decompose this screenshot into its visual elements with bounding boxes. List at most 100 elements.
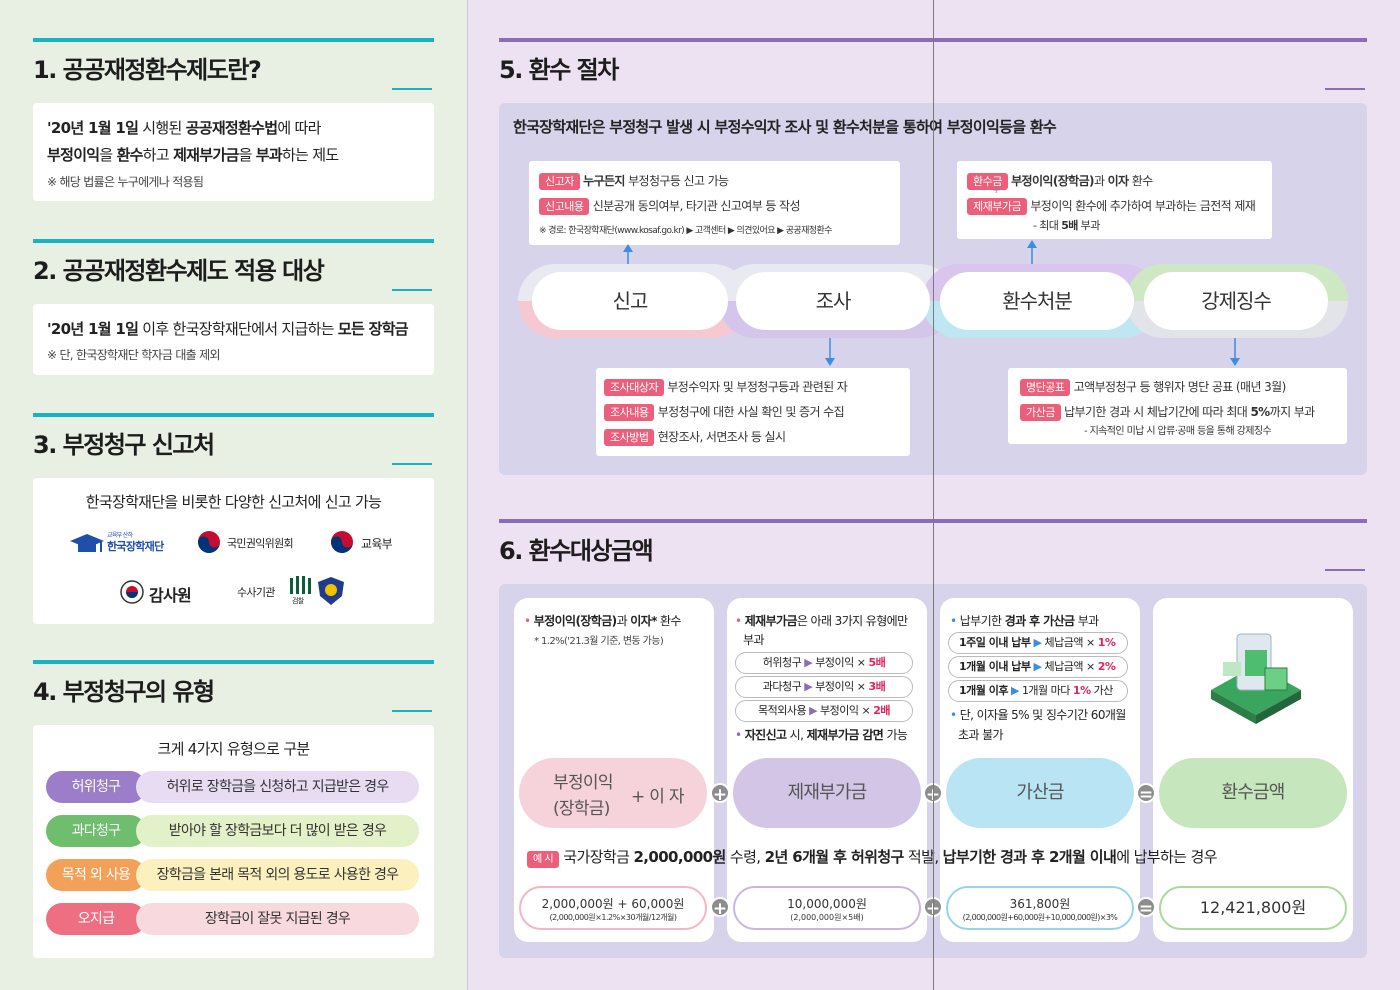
section-3-title: 3. 부정청구 신고처: [33, 431, 215, 459]
tag: 조사대상자: [604, 379, 665, 396]
moe-name: 교육부: [361, 537, 393, 551]
result-penalty: 10,000,000원 (2,000,000원×5배): [733, 886, 921, 930]
report-info-box: 신고자 누구든지 부정청구등 신고 가능 신고내용 신분공개 동의여부, 타기관…: [529, 161, 900, 245]
surcharge-pill: 가산금: [946, 758, 1134, 828]
accent-line: [392, 289, 432, 291]
taegeuk-icon: [331, 531, 353, 553]
s3-headline: 한국장학재단을 비롯한 다양한 신고처에 신고 가능: [85, 493, 382, 511]
s2-line1: '20년 1월 1일 이후 한국장학재단에서 지급하는 모든 장학금: [47, 320, 409, 338]
tag: 제재부가금: [967, 198, 1028, 215]
acrc-name: 국민권익위원회: [227, 537, 294, 550]
report-route: ※ 경로: 한국장학재단(www.kosaf.go.kr) ▶ 고객센터 ▶ 의…: [539, 226, 832, 236]
example-line: 예 시 국가장학금 2,000,000원 수령, 2년 6개월 후 허위청구 적…: [527, 846, 1218, 868]
tag: 명단공표: [1020, 379, 1071, 396]
section-5-title: 5. 환수 절차: [499, 56, 619, 84]
type-desc: 허위로 장학금을 신청하고 지급받은 경우: [136, 771, 419, 803]
s5-headline: 한국장학재단은 부정청구 발생 시 부정수익자 조사 및 환수처분을 통하여 부…: [513, 118, 1057, 136]
penalty-line-2: 부과: [743, 633, 764, 647]
accent-line: [1325, 88, 1365, 90]
police-prefix: 수사기관: [237, 586, 275, 599]
accent-line: [392, 463, 432, 465]
prosecution-icon: [290, 576, 311, 594]
interest-note: * 1.2%('21.3월 기준, 변동 가능): [534, 636, 664, 647]
col-total: [1153, 598, 1353, 942]
type-label: 오지급: [46, 903, 146, 935]
big-interest: + 이 자: [631, 787, 685, 807]
s1-line2: 부정이익을 환수하고 제재부가금을 부과하는 제도: [47, 146, 339, 164]
section-4-title: 4. 부정청구의 유형: [33, 678, 215, 706]
penalty-pill: 제재부가금: [733, 758, 921, 828]
graduation-cap-icon: [70, 534, 104, 552]
acrc-logo: 국민권익위원회: [197, 530, 317, 556]
surcharge-chip: 1개월 이내 납부 ▶ 체납금액 × 2%: [948, 656, 1128, 678]
plus-icon: +: [710, 783, 730, 805]
tag: 환수금: [967, 173, 1008, 190]
kosaf-name: 한국장학재단: [107, 540, 164, 553]
step-investigate: 조사: [736, 272, 930, 330]
big-scholarship: (장학금): [553, 799, 610, 819]
penalty-chip: 목적외사용 ▶ 부정이익 × 2배: [735, 700, 913, 722]
money-phone-icon: [1211, 633, 1301, 724]
police-badge-icon: [318, 577, 344, 605]
step-recovery-order: 환수처분: [940, 272, 1134, 330]
result-value: 361,800원: [1009, 897, 1071, 911]
arrow-down-icon: [825, 336, 835, 366]
result-formula: (2,000,000원+60,000원+10,000,000원)×3%: [962, 913, 1118, 922]
result-value: 10,000,000원: [787, 897, 867, 911]
equals-icon: =: [1136, 897, 1156, 919]
surcharge-note: 초과 불가: [958, 728, 1004, 742]
arrow-down-icon: [1230, 336, 1240, 366]
section-2-bar: [33, 239, 434, 243]
result-profit: 2,000,000원 + 60,000원 (2,000,000원×1.2%×30…: [519, 886, 707, 930]
plus-icon: +: [992, 185, 1000, 196]
type-label: 과다청구: [46, 815, 146, 847]
section-1-box: '20년 1월 1일 시행된 공공재정환수법에 따라 부정이익을 환수하고 제재…: [33, 103, 434, 201]
step-enforcement: 강제징수: [1144, 272, 1328, 330]
recover-info-box: 환수금 부정이익(장학금)과 이자 환수 + 제재부가금 부정이익 환수에 추가…: [957, 161, 1272, 239]
tag: 조사내용: [604, 404, 655, 421]
moe-logo: 교육부: [330, 530, 410, 556]
enforce-note: - 지속적인 미납 시 압류·공매 등을 통해 강제징수: [1084, 426, 1272, 437]
emblem-icon: [120, 580, 144, 604]
profit-interest-pill: 부정이익 (장학금) + 이 자: [519, 758, 707, 828]
result-value: 2,000,000원 + 60,000원: [541, 897, 685, 911]
penalty-chip: 허위청구 ▶ 부정이익 × 5배: [735, 652, 913, 674]
page-fold: [933, 0, 934, 990]
plus-icon: +: [710, 897, 730, 919]
type-desc: 받아야 할 장학금보다 더 많이 받은 경우: [136, 815, 419, 847]
panel-divider: [467, 0, 468, 990]
police-logo: 수사기관 검찰: [237, 576, 357, 610]
s2-note: ※ 단, 한국장학재단 학자금 대출 제외: [47, 348, 221, 362]
type-label: 목적 외 사용: [46, 859, 146, 891]
big-profit: 부정이익: [553, 773, 613, 793]
enforcement-info-box: 명단공표 고액부정청구 등 행위자 명단 공표 (매년 3월) 가산금 납부기한…: [1008, 368, 1347, 444]
taegeuk-icon: [198, 531, 220, 553]
result-formula: (2,000,000원×5배): [790, 913, 864, 922]
type-label: 허위청구: [46, 771, 146, 803]
section-1-bar: [33, 38, 434, 42]
accent-line: [392, 710, 432, 712]
total-pill: 환수금액: [1159, 758, 1347, 828]
section-4-bar: [33, 660, 434, 664]
type-desc: 장학금을 본래 목적 외의 용도로 사용한 경우: [136, 859, 419, 891]
kosaf-sub: 교육부 산하: [107, 532, 133, 539]
section-6-title: 6. 환수대상금액: [499, 537, 654, 565]
surcharge-chip: 1개월 이후 ▶ 1개월 마다 1% 가산: [948, 680, 1128, 702]
accent-line: [1325, 569, 1365, 571]
bai-name: 감사원: [149, 586, 192, 605]
result-formula: (2,000,000원×1.2%×30개월/12개월): [549, 913, 677, 922]
type-desc: 장학금이 잘못 지급된 경우: [136, 903, 419, 935]
equals-icon: =: [1136, 783, 1156, 805]
result-surcharge: 361,800원 (2,000,000원+60,000원+10,000,000원…: [946, 886, 1134, 930]
step-report: 신고: [532, 272, 728, 330]
s1-line1: '20년 1월 1일 시행된 공공재정환수법에 따라: [47, 119, 321, 137]
bai-logo: 감사원: [120, 580, 210, 606]
section-2-title: 2. 공공재정환수제도 적용 대상: [33, 257, 325, 285]
investigation-info-box: 조사대상자 부정수익자 및 부정청구등과 관련된 자 조사내용 부정청구에 대한…: [596, 368, 910, 456]
police-sub: 검찰: [292, 597, 304, 605]
section-2-box: '20년 1월 1일 이후 한국장학재단에서 지급하는 모든 장학금 ※ 단, …: [33, 304, 434, 375]
s1-note: ※ 해당 법률은 누구에게나 적용됨: [47, 175, 204, 189]
section-4-box: 크게 4가지 유형으로 구분 허위청구 허위로 장학금을 신청하고 지급받은 경…: [33, 725, 434, 958]
accent-line: [392, 88, 432, 90]
section-3-bar: [33, 413, 434, 417]
